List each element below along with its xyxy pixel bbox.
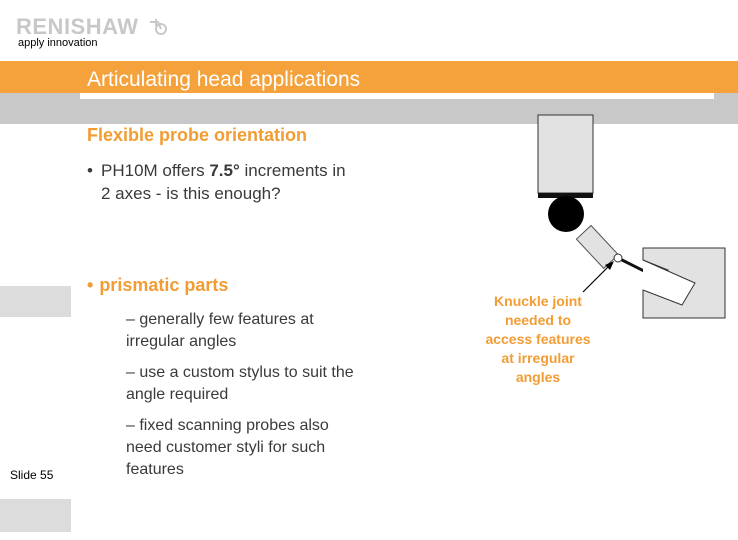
subpoint-text: – use a custom stylus to suit the angle …: [126, 364, 354, 403]
angled-probe-body: [575, 224, 620, 270]
page-title: Articulating head applications: [87, 68, 361, 91]
workpiece-notch: [642, 259, 696, 306]
side-grey-block: [0, 499, 71, 532]
bullet-prismatic-text: prismatic parts: [99, 275, 229, 295]
bullet-dot: •: [87, 161, 93, 180]
side-grey-block: [0, 286, 71, 317]
bullet-ph10m-text: PH10M offers 7.5° increments in 2 axes -…: [87, 159, 347, 205]
caption-arrowhead: [605, 261, 614, 270]
angled-probe: [575, 224, 620, 270]
subpoint-item: – generally few features at irregular an…: [126, 309, 356, 353]
probe-head-body: [537, 114, 594, 194]
logo-emblem-icon: [150, 19, 167, 35]
slide-number: Slide 55: [10, 468, 54, 482]
renishaw-logo: RENISHAW apply innovation: [16, 14, 167, 49]
knuckle-joint: [548, 196, 584, 232]
bullet-ph10m-after: increments in 2 axes - is this enough?: [101, 161, 346, 203]
title-underline: [80, 93, 714, 99]
subpoint-text: – generally few features at irregular an…: [126, 311, 314, 350]
section-subtitle: Flexible probe orientation: [87, 125, 308, 145]
bullet-ph10m: • PH10M offers 7.5° increments in 2 axes…: [87, 159, 347, 205]
subpoint-text: – fixed scanning probes also need custom…: [126, 417, 329, 478]
probe-head-collar: [538, 193, 593, 198]
brand-wordmark: RENISHAW: [16, 14, 139, 39]
header-orange-bar: [0, 61, 738, 93]
stylus-knuckle-point: [613, 253, 623, 263]
subpoint-item: – use a custom stylus to suit the angle …: [126, 362, 356, 406]
bullet-prismatic: •prismatic parts: [87, 275, 228, 296]
brand-tagline: apply innovation: [18, 37, 98, 49]
bullet-ph10m-highlight: 7.5°: [209, 161, 240, 180]
bullet-dot: •: [87, 275, 94, 295]
bullet-ph10m-before: PH10M offers: [101, 161, 210, 180]
subpoint-list: – generally few features at irregular an…: [126, 309, 356, 490]
caption-arrow: [582, 263, 612, 293]
subpoint-item: – fixed scanning probes also need custom…: [126, 415, 356, 481]
knuckle-caption: Knuckle joint needed to access features …: [485, 293, 591, 385]
